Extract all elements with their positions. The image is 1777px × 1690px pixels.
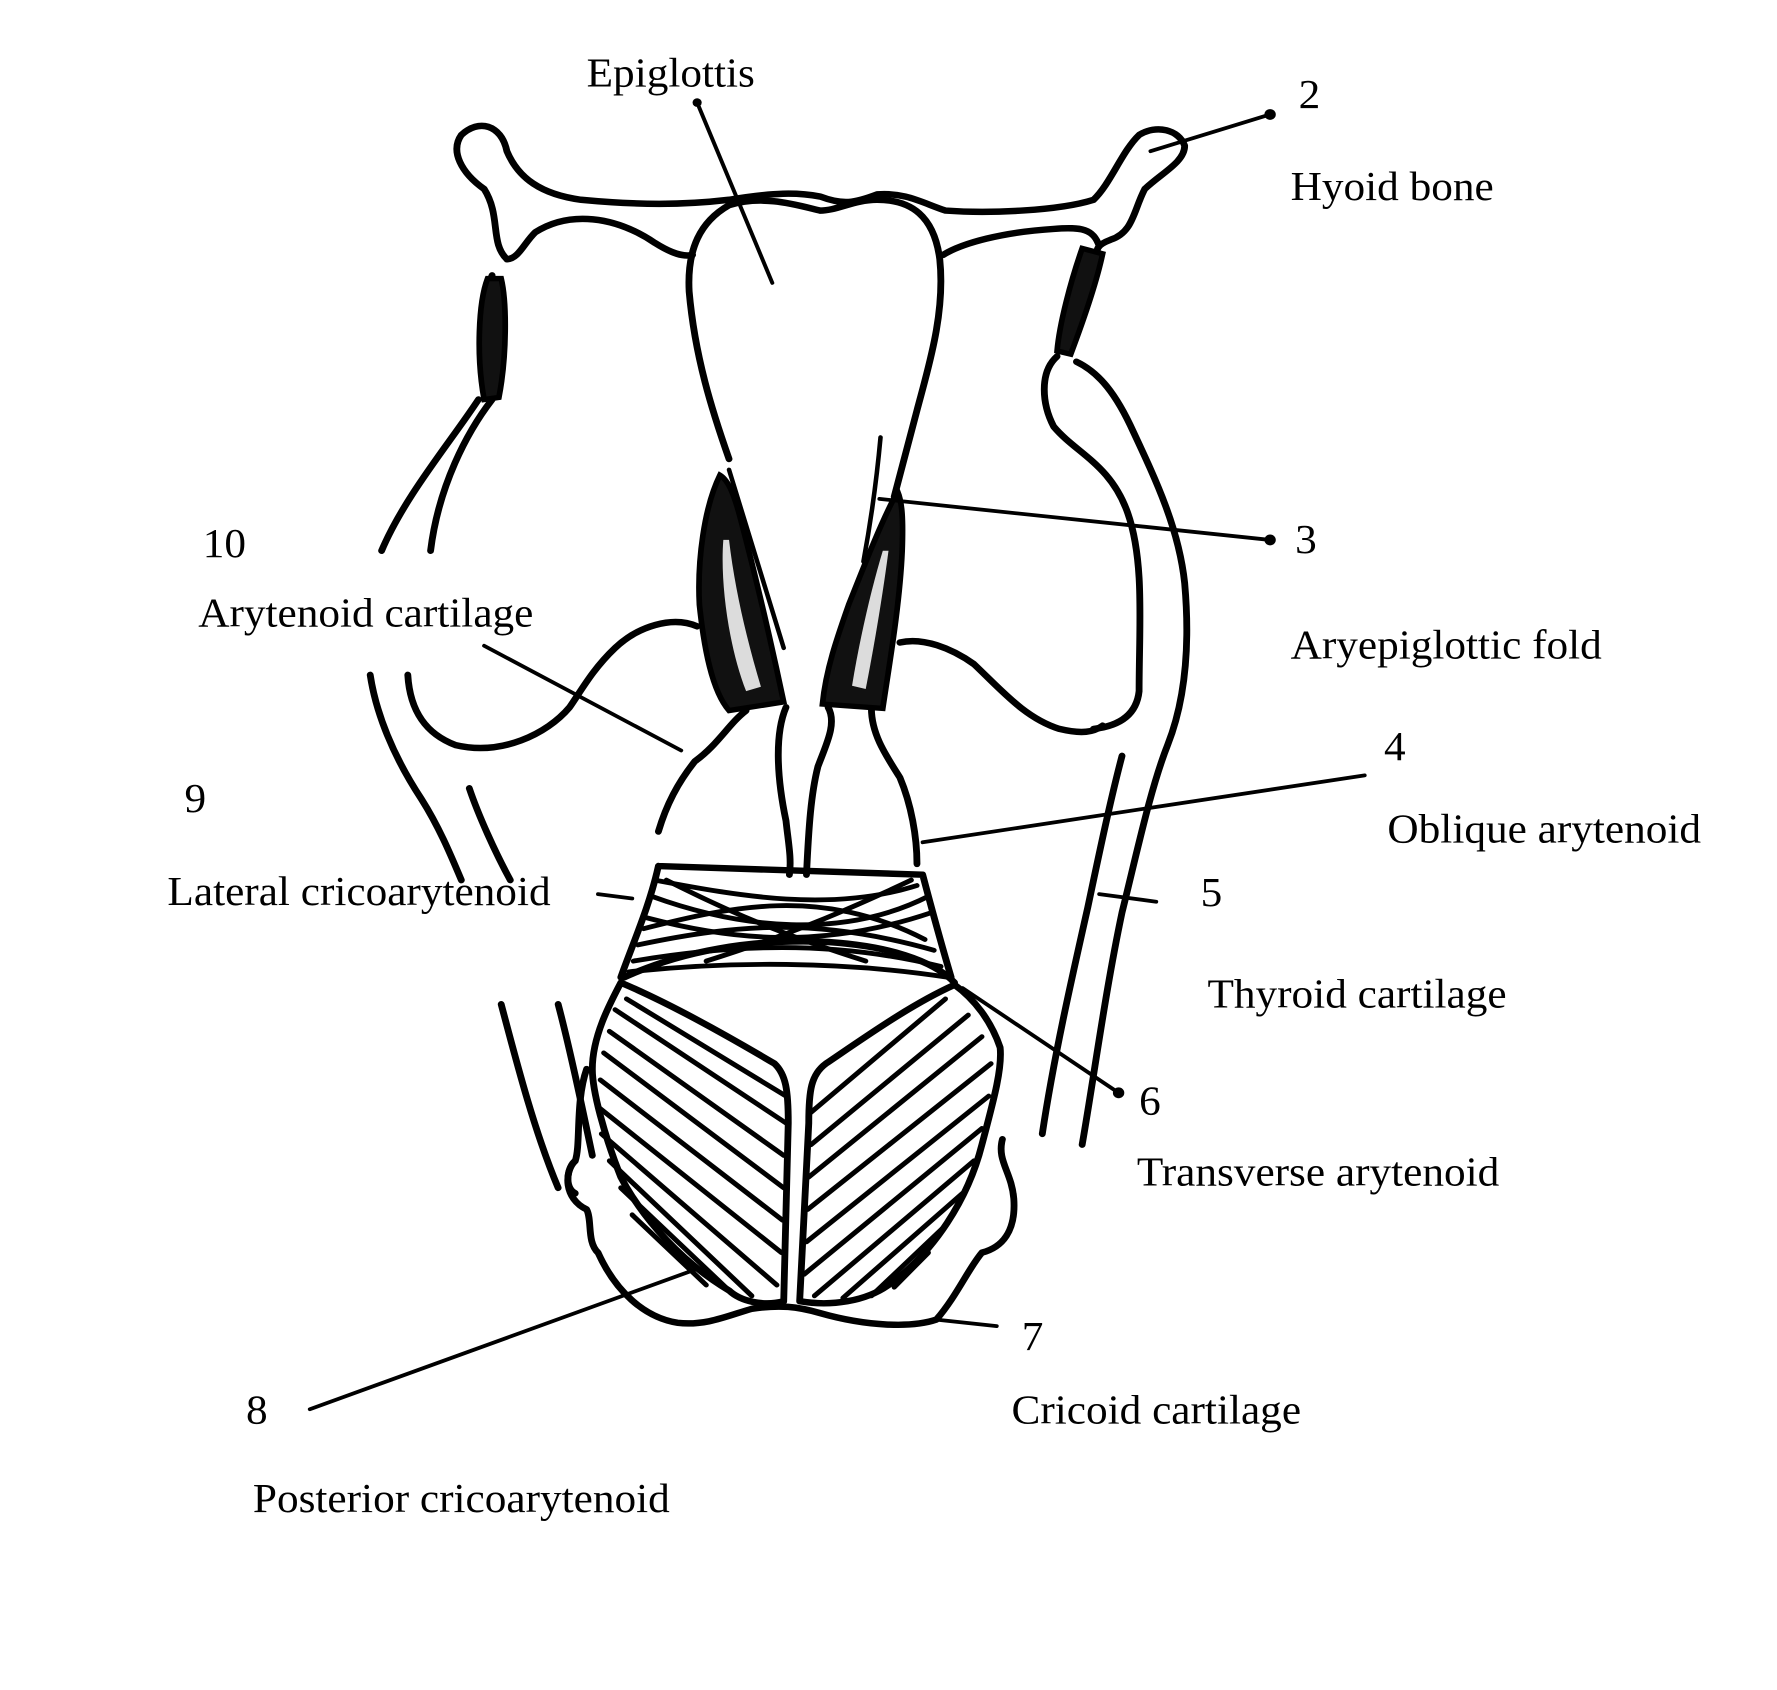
anatomy-drawing [366,122,1191,1328]
thyroid-right-superior-horn [1040,353,1144,733]
label-lateral-cricoarytenoid: Lateral cricoarytenoid [167,869,550,915]
label-thyroid-cartilage: Thyroid cartilage [1207,972,1506,1018]
pointer-dot-hyoid [1264,109,1276,120]
thyroid-left-upper-outer [378,396,482,554]
label-number-5: 5 [1201,870,1223,916]
label-number-8: 8 [246,1387,268,1433]
label-transverse-arytenoid: Transverse arytenoid [1137,1150,1499,1196]
label-number-10: 10 [203,521,246,567]
label-number-7: 7 [1022,1314,1044,1360]
corniculate-left [654,704,794,878]
label-oblique-arytenoid: Oblique arytenoid [1387,806,1701,852]
cricoid-left-notch [564,1157,579,1197]
epiglottis-shape [685,196,945,500]
labels: Epiglottis 2 Hyoid bone 3 Aryepiglottic … [167,50,1701,1521]
pca-right-fibers [801,996,994,1301]
pointer-oblique [920,773,1367,845]
thyrohyoid-left [503,215,696,263]
label-number-9: 9 [185,776,207,822]
pointer-arytenoid [482,643,684,753]
midline-right [861,435,883,564]
aryepiglottic-right-loop [896,637,1107,736]
thyroid-right-outer [1073,358,1191,1148]
pointer-dot-transverse [1112,1087,1125,1099]
label-aryepiglottic-fold: Aryepiglottic fold [1291,623,1602,669]
pointer-lines [307,98,1367,1412]
thyroid-left-lower-1 [366,671,465,884]
arytenoid-left-highlight [722,539,761,692]
pca-right-outline [796,981,1004,1307]
pointer-transverse [960,986,1121,1095]
midline-left [726,467,786,651]
label-number-3: 3 [1295,517,1317,563]
label-arytenoid-cartilage: Arytenoid cartilage [198,590,533,636]
label-hyoid-bone: Hyoid bone [1291,164,1494,210]
pointer-dot-aryepiglottic [1264,534,1276,546]
arytenoid-right [819,484,906,712]
label-number-4: 4 [1384,724,1406,770]
pointer-hyoid [1148,112,1273,154]
cricoid-shape [564,1065,1018,1328]
label-epiglottis: Epiglottis [587,50,755,96]
pointer-aryepiglottic [877,497,1273,542]
pca-left-fibers [595,996,789,1299]
corniculate-right [803,704,921,878]
aryepiglottic-left-loop [404,618,701,752]
thyroid-left-lower-2 [465,785,514,884]
thyrohyoid-right [939,225,1103,259]
oblique-arytenoid-fibers [626,877,951,980]
pointer-epiglottis [695,100,775,285]
label-cricoid-cartilage: Cricoid cartilage [1012,1387,1302,1433]
pointer-posterior [307,1266,700,1412]
label-number-2: 2 [1299,72,1321,118]
thyroid-left-lower-4 [554,1001,596,1159]
label-number-6: 6 [1139,1078,1161,1124]
pointer-lateral [596,892,635,901]
pointer-dot-epiglottis [692,98,702,107]
laryngeal-opening [620,938,958,986]
right-ligament [1054,245,1106,358]
left-ligament [476,275,509,403]
thyroid-left-lower-3 [497,1001,562,1192]
pointer-thyroid [1097,892,1159,904]
arytenoid-right-highlight [852,550,889,689]
label-posterior-cricoarytenoid: Posterior cricoarytenoid [253,1476,670,1522]
pointer-cricoid [934,1317,999,1328]
arytenoid-left [696,471,788,714]
thyroid-right-inner [1038,752,1126,1138]
hyoid-bone-shape [453,122,1189,263]
